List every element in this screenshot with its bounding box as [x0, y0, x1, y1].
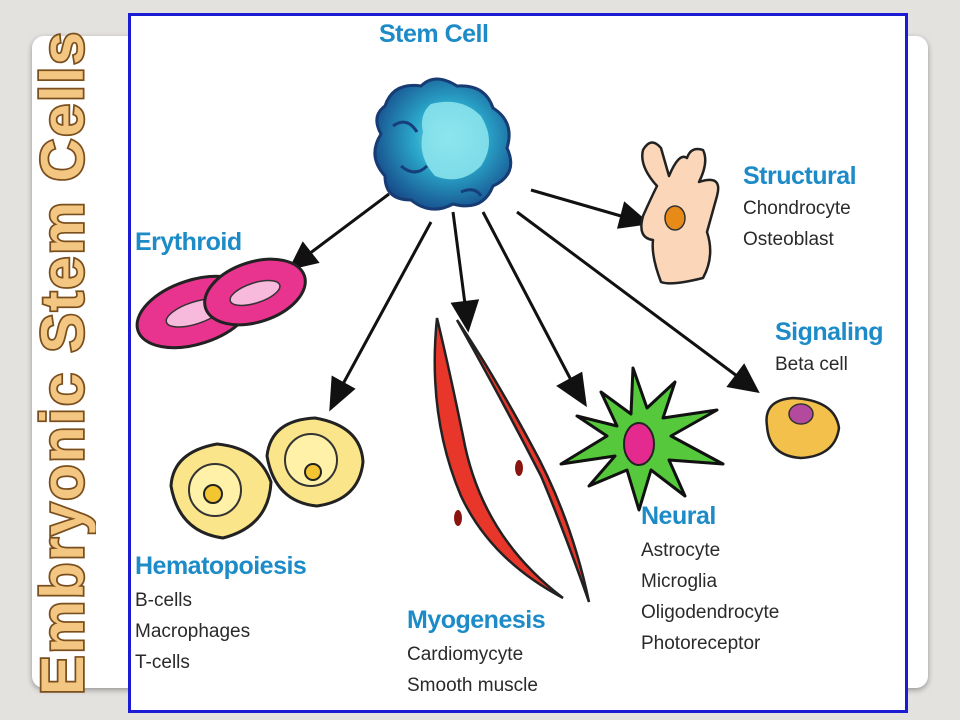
arrow-to-myogenesis: [450, 211, 480, 333]
erythroid-illustration: [135, 257, 307, 350]
diagram-canvas: [135, 77, 841, 603]
signaling-heading: Signaling: [775, 318, 884, 346]
arrow-to-neural: [481, 211, 587, 408]
myogenesis-item: Cardiomycyte: [407, 644, 524, 665]
hematopoiesis-item: T-cells: [135, 652, 190, 673]
myogenesis-illustration: [433, 317, 591, 603]
structural-illustration: [640, 141, 720, 285]
arrow-to-signaling: [516, 210, 760, 394]
stem-cell-label: Stem Cell: [379, 20, 489, 48]
branch-signaling: Signaling Beta cell: [775, 318, 884, 380]
hematopoiesis-item: Macrophages: [135, 621, 251, 642]
neural-illustration: [559, 366, 725, 512]
neural-item: Astrocyte: [641, 540, 721, 561]
arrows: [288, 188, 760, 412]
structural-heading: Structural: [743, 162, 857, 190]
neural-item: Oligodendrocyte: [641, 602, 780, 623]
hematopoiesis-item: B-cells: [135, 590, 193, 611]
slide-title-text: Embryonic Stem Cells: [29, 30, 96, 695]
stem-cell-illustration: [373, 77, 513, 211]
structural-item: Chondrocyte: [743, 198, 851, 219]
branch-myogenesis: Myogenesis Cardiomycyte Smooth muscle: [407, 606, 546, 701]
arrow-to-hematopoiesis: [329, 221, 433, 412]
signaling-illustration: [765, 396, 841, 460]
neural-heading: Neural: [641, 502, 716, 530]
neural-item: Microglia: [641, 571, 718, 592]
arrow-to-erythroid: [288, 192, 390, 271]
branch-structural: Structural Chondrocyte Osteoblast: [743, 162, 857, 255]
branch-neural: Neural Astrocyte Microglia Oligodendrocy…: [641, 502, 779, 659]
diagram-frame: Stem Cell Erythroid Hematopoiesis B-cell…: [128, 13, 908, 713]
myogenesis-item: Smooth muscle: [407, 675, 538, 696]
structural-item: Osteoblast: [743, 229, 834, 250]
myogenesis-heading: Myogenesis: [407, 606, 546, 634]
hematopoiesis-illustration: [169, 416, 365, 540]
erythroid-heading: Erythroid: [135, 228, 242, 256]
branch-hematopoiesis: Hematopoiesis B-cells Macrophages T-cell…: [135, 552, 307, 678]
neural-item: Photoreceptor: [641, 633, 761, 654]
arrow-to-structural: [530, 188, 651, 229]
signaling-item: Beta cell: [775, 354, 848, 375]
hematopoiesis-heading: Hematopoiesis: [135, 552, 307, 580]
slide-title: Embryonic Stem Cells: [27, 28, 96, 697]
branch-erythroid: Erythroid: [135, 228, 242, 257]
